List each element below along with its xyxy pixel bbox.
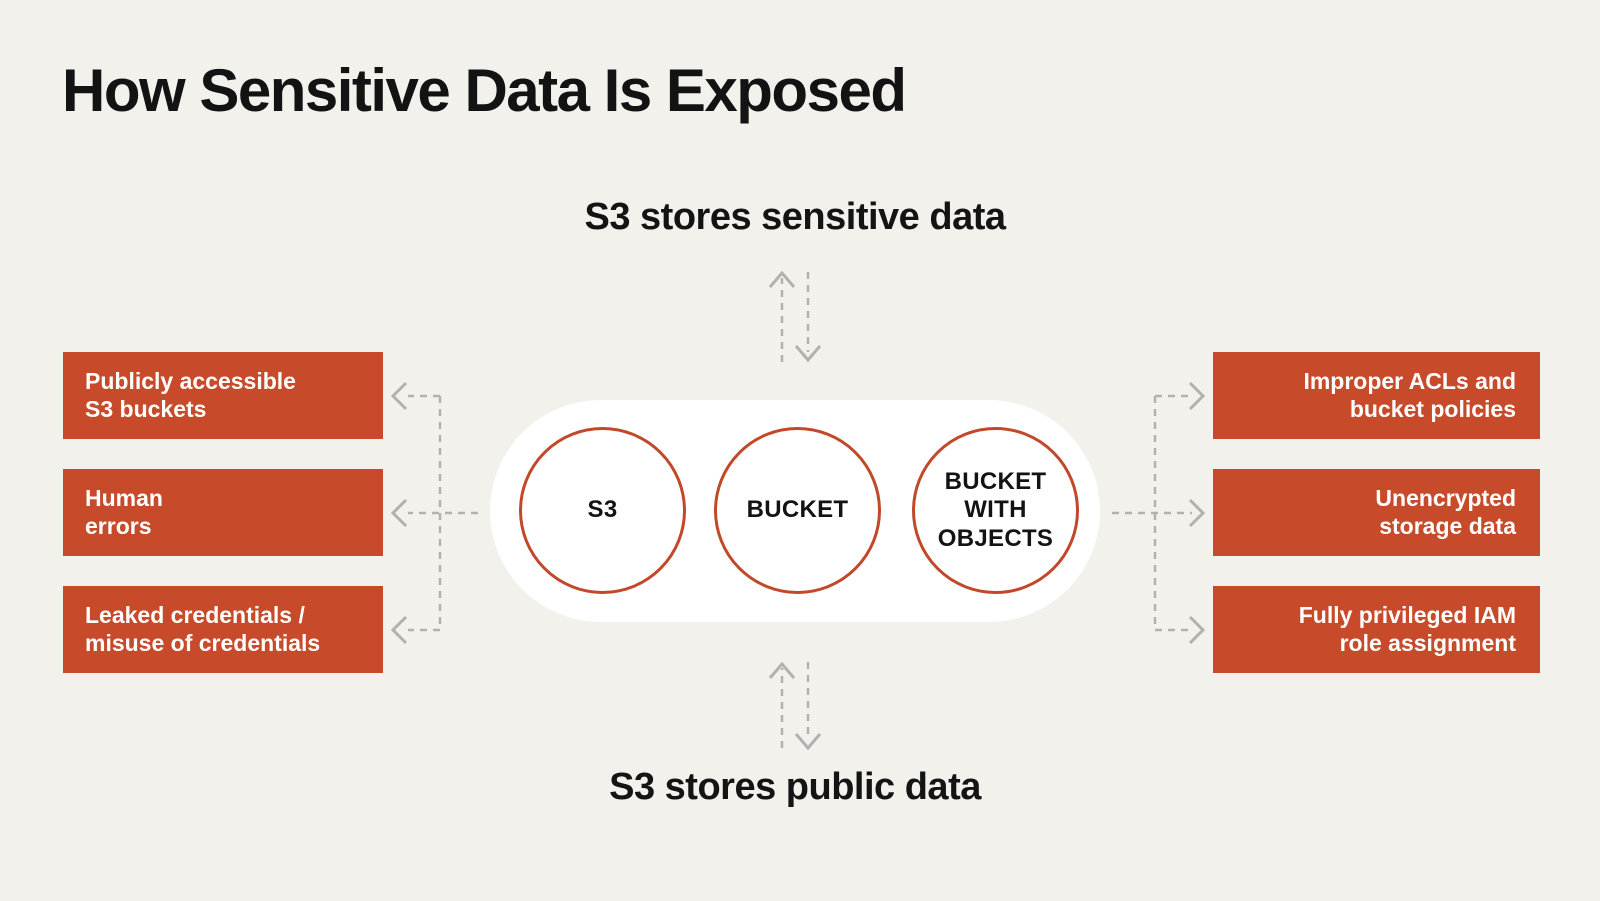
- node-circle-label: S3: [587, 496, 618, 524]
- cause-box-label: Human errors: [85, 485, 163, 539]
- cause-box-label: Improper ACLs and bucket policies: [1303, 368, 1516, 422]
- arrowhead-bottom-up: [768, 661, 796, 679]
- arrowhead-left-bottom: [390, 615, 408, 645]
- cause-box-privileged-iam-role: Fully privileged IAM role assignment: [1213, 586, 1540, 673]
- arrowhead-right-bottom: [1188, 615, 1206, 645]
- cause-box-publicly-accessible-buckets: Publicly accessible S3 buckets: [63, 352, 383, 439]
- node-circle-bucket: BUCKET: [714, 427, 881, 594]
- cause-box-label: Publicly accessible S3 buckets: [85, 368, 296, 422]
- arrowhead-left-top: [390, 381, 408, 411]
- node-circle-s3: S3: [519, 427, 686, 594]
- cause-box-human-errors: Human errors: [63, 469, 383, 556]
- cause-box-label: Fully privileged IAM role assignment: [1298, 602, 1516, 656]
- cause-box-label: Unencrypted storage data: [1375, 485, 1516, 539]
- arrowhead-right-top: [1188, 381, 1206, 411]
- cause-box-label: Leaked credentials / misuse of credentia…: [85, 602, 321, 656]
- arrowhead-left-middle: [390, 498, 408, 528]
- node-circle-label: BUCKET WITH OBJECTS: [937, 468, 1054, 552]
- arrowhead-top-up: [768, 270, 796, 288]
- node-circle-label: BUCKET: [746, 496, 849, 524]
- arrowhead-top-down: [794, 345, 822, 363]
- node-circle-bucket-with-objects: BUCKET WITH OBJECTS: [912, 427, 1079, 594]
- arrowhead-right-middle: [1188, 498, 1206, 528]
- label-s3-stores-sensitive-data: S3 stores sensitive data: [584, 196, 1007, 238]
- page-title: How Sensitive Data Is Exposed: [62, 57, 907, 124]
- label-s3-stores-public-data: S3 stores public data: [609, 766, 981, 808]
- cause-box-unencrypted-storage: Unencrypted storage data: [1213, 469, 1540, 556]
- cause-box-improper-acls: Improper ACLs and bucket policies: [1213, 352, 1540, 439]
- arrowhead-bottom-down: [794, 733, 822, 751]
- cause-box-leaked-credentials: Leaked credentials / misuse of credentia…: [63, 586, 383, 673]
